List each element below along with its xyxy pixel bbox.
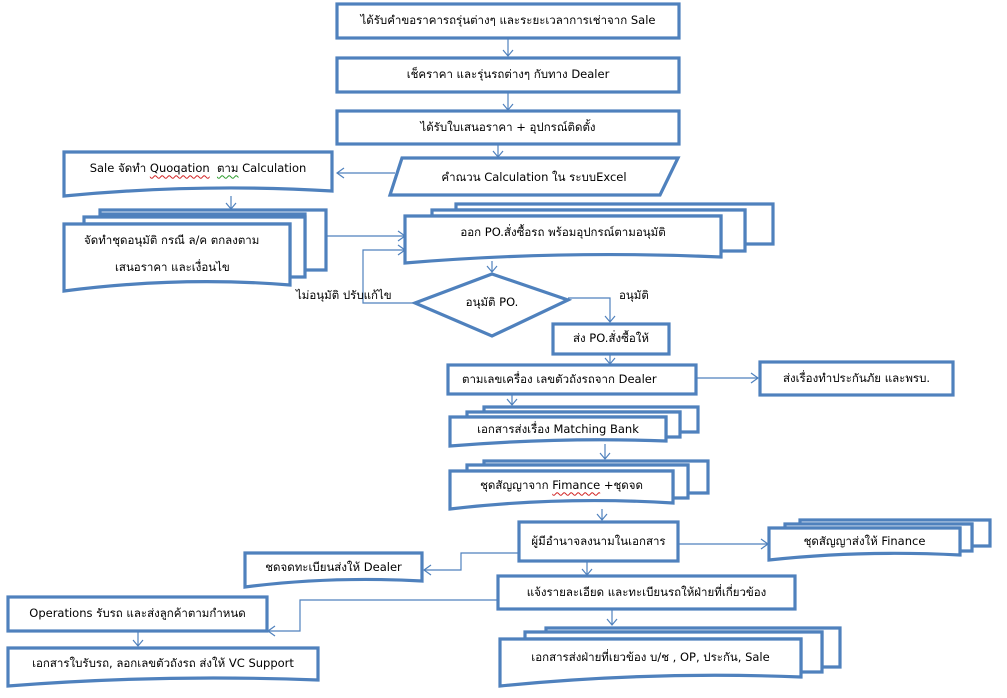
node-n6-shape [62,222,292,293]
node-n10-shape [446,363,698,396]
node-n6-text-line2: เสนอราคา และเงื่อนไข [115,260,230,274]
edge-label-reject: ไม่อนุมัติ ปรับแก้ไข [296,288,392,302]
node-n1-shape [335,2,681,40]
node-n5-text: Sale จัดทำ Quoqation ตาม Calculation [64,152,332,186]
node-n11-text: ส่งเรื่องทำประกันภัย และพรบ. [782,370,931,385]
node-n5-suffix: Calculation [242,161,307,176]
node-n7-shape [403,214,723,265]
shapes [6,2,992,688]
arrow-icon [606,618,618,626]
arrow-icon [599,452,611,460]
node-n19-shape [6,646,320,688]
node-n18-shape [6,595,269,633]
node-n13-suffix: +ชุดจด [603,478,643,493]
arrow-icon [335,167,345,179]
arrow-icon [132,639,144,647]
node-n5-shape [62,150,334,198]
arrow-icon [422,564,432,576]
node-n10-text: ตามเลขเครื่อง เลขตัวถังรถจาก Dealer [462,371,657,386]
arrow-icon [596,513,608,521]
node-n9-text: ส่ง PO.สั่งซื้อให้ [572,331,649,346]
arrow-icon [604,315,616,323]
node-n5-word-quoqation: Quoqation [149,161,210,176]
node-n11-shape [758,360,955,397]
node-n4-text: คำณวน Calculation ใน ระบบExcel [441,169,627,184]
node-n5-prefix: Sale จัดทำ [89,161,147,176]
node-n8-shape [410,272,573,338]
edge-n17-n18 [268,599,498,632]
node-n2-shape [335,56,681,94]
node-n17-shape [496,574,797,611]
node-n3-text: ได้รับใบเสนอราคา + อุปกรณ์ติดตั้ง [420,119,596,134]
edge-n14-n16 [424,552,519,571]
edge-approve [568,297,611,322]
node-n13-text: ชุดสัญญาจาก Fimance +ชุดจด [450,472,673,500]
arrow-icon [486,265,498,273]
node-n7-text: ออก PO.สั่งซื้อรถ พร้อมอุปกรณ์ตามอนุมัติ [460,225,666,240]
arrow-icon [506,398,518,406]
node-n13-word-fimance: Fimance [552,478,601,493]
node-n20-text: เอกสารส่งฝ่ายที่เยวข้อง บ/ช , OP, ประกัน… [531,650,770,665]
node-n19-text: เอกสารใบรับรถ, ลอกเลขตัวถังรถ ส่งให้ VC … [32,656,294,671]
node-n17-text: แจ้งรายละเอียด และทะเบียนรถให้ฝ่ายที่เกี… [526,584,767,599]
node-n3-shape [335,109,681,146]
edge-reject-loop [362,249,415,304]
arrow-icon [750,372,760,384]
node-n9-shape [551,322,671,356]
node-n15-shape [767,526,962,562]
node-n13-prefix: ชุดสัญญาจาก [480,478,549,493]
node-n1-text: ได้รับคำขอราคารถรุ่นต่างๆ และระยะเวลาการ… [360,13,656,28]
node-n5-word-tam: ตาม [216,161,239,176]
node-n18-text: Operations รับรถ และส่งลูกค้าตามกำหนด [29,606,246,621]
node-n12-shape [448,415,668,448]
connectors [132,39,770,647]
node-n14-shape [517,520,680,563]
node-n4-shape [387,156,681,197]
node-n8-text: อนุมัติ PO. [465,295,519,310]
node-n13-shape [448,469,675,511]
node-n20-shape [498,637,803,688]
node-n15-text: ชุดสัญญาส่งให้ Finance [803,534,926,549]
node-n16-shape [243,551,424,589]
node-n16-text: ชดจดทะเบียนส่งให้ Dealer [265,560,402,575]
node-n2-text: เช็คราคา และรุ่นรถต่างๆ กับทาง Dealer [406,67,610,82]
node-n14-text: ผู้มีอำนาจลงนามในเอกสาร [531,533,666,548]
node-n12-text: เอกสารส่งเรื่อง Matching Bank [477,422,639,437]
edge-label-approve: อนุมัติ [619,288,649,302]
node-n6-text-line1: จัดทำชุดอนุมัติ กรณี ล/ค ตกลงตาม [84,233,260,247]
arrow-icon [502,49,514,57]
